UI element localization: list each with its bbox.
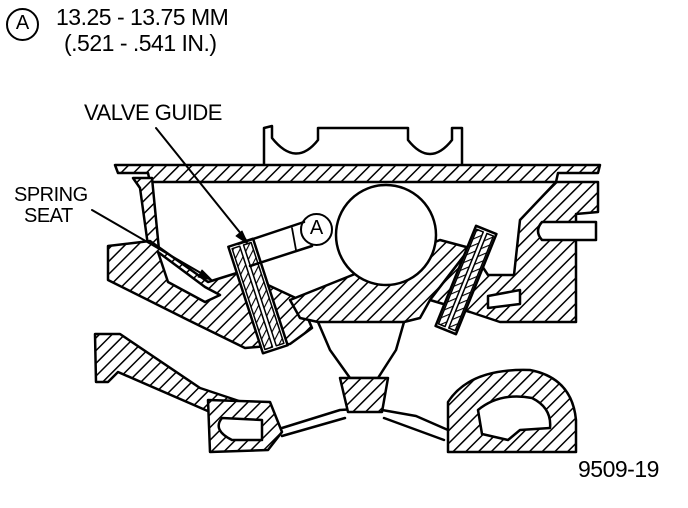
lower-rail-left-inner: [280, 416, 347, 438]
valve-guide-leader: [155, 127, 247, 241]
intake-port-passage: [156, 250, 222, 304]
spec-imperial: (.521 - .541 IN.): [64, 30, 217, 56]
legend-callout-a: A: [6, 8, 39, 41]
lower-rail-right: [380, 408, 450, 432]
dimension-arrow-shaft: [291, 227, 297, 251]
spec-metric: 13.25 - 13.75 MM: [56, 4, 229, 30]
spring-seat-label-line1: SPRING: [14, 184, 88, 206]
exhaust-slot: [486, 288, 522, 310]
lower-right-dome-void: [476, 395, 552, 442]
camshaft-bore: [334, 183, 438, 287]
lower-left-pocket-void: [217, 416, 264, 442]
dimension-line-upper: [236, 220, 306, 246]
figure-number: 9509-19: [578, 456, 659, 482]
right-coolant-passage: [536, 220, 598, 242]
spring-seat-leader-arrow: [197, 269, 213, 281]
spring-seat-label-line2: SEAT: [24, 205, 73, 227]
valve-guide-leader-arrow: [235, 230, 249, 245]
spring-seat-leader: [91, 209, 207, 277]
valve-guide-label: VALVE GUIDE: [84, 100, 222, 125]
lower-rail-right-inner: [382, 416, 446, 442]
central-web: [338, 376, 390, 414]
cam-tower-outline: [262, 124, 464, 167]
valve-guide-left: [227, 237, 289, 355]
dimension-line-lower: [248, 244, 314, 268]
combustion-chamber: [316, 320, 406, 380]
valve-guide-right: [434, 224, 498, 336]
dimension-callout-a: A: [300, 213, 333, 246]
